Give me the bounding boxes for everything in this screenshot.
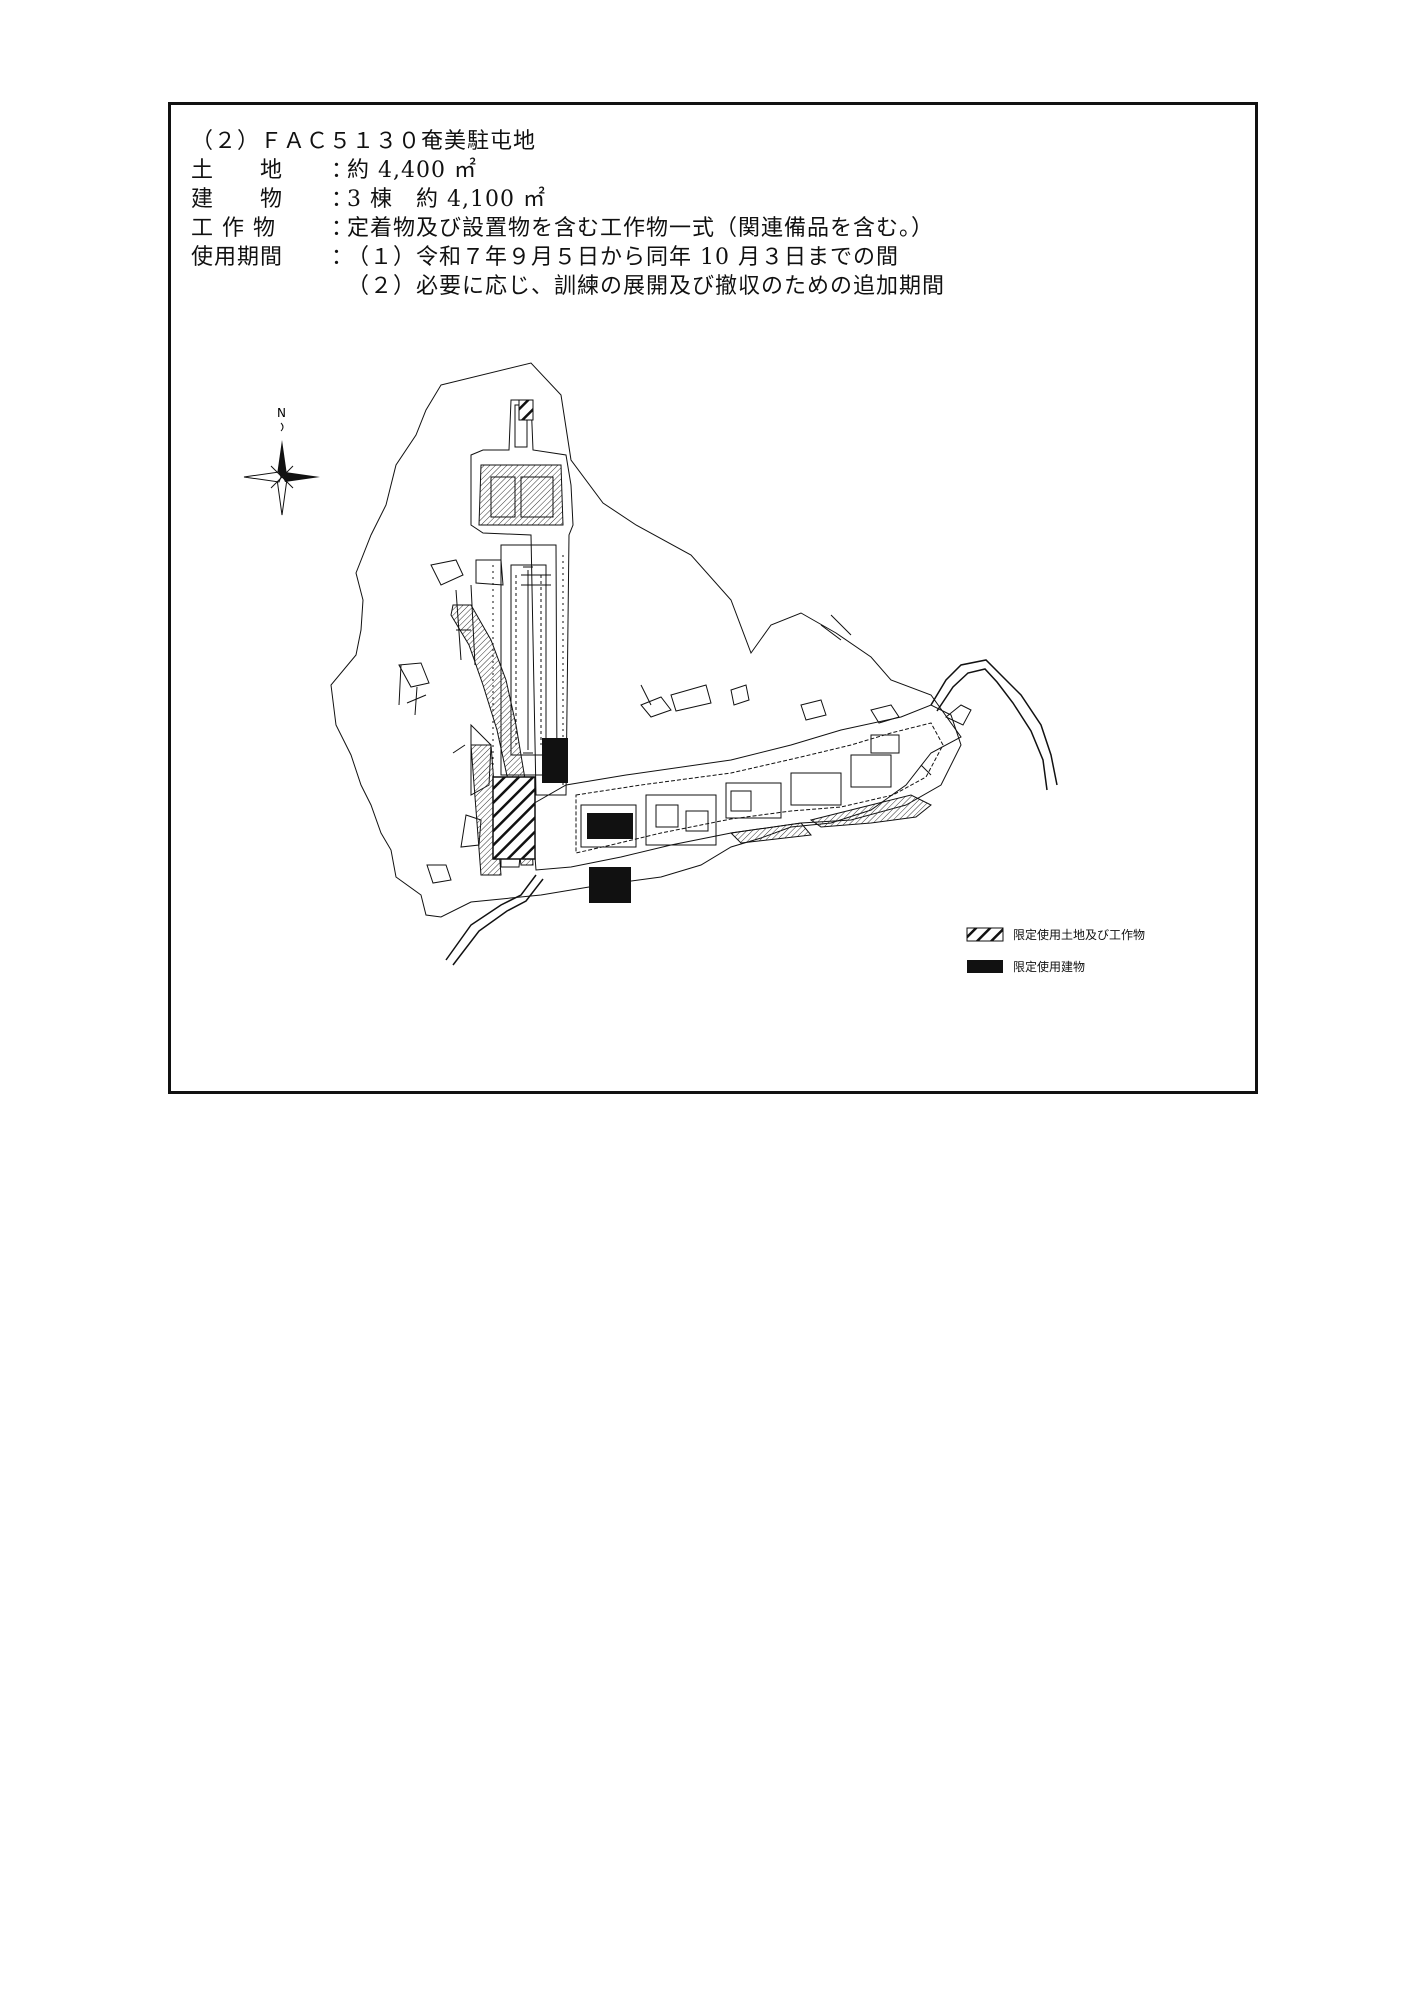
legend-swatch-solid (967, 960, 1003, 973)
row-period: 使用期間 ： （１）令和７年９月５日から同年 10 月３日までの間 (191, 243, 945, 272)
legend-label-land: 限定使用土地及び工作物 (1013, 927, 1145, 942)
compass-icon: N (243, 406, 320, 516)
label-land: 土 地 (191, 158, 284, 183)
value-period: （１）令和７年９月５日から同年 10 月３日までの間 (347, 245, 899, 270)
restricted-building (589, 867, 631, 903)
restricted-land-area (492, 776, 536, 860)
restricted-land-area (518, 399, 534, 421)
header-block: （２）ＦＡＣ５１３０奄美駐屯地 土 地 ： 約 4,400 ㎡ 建 物 ： 3 … (191, 127, 945, 301)
row-structures: 工 作 物 ： 定着物及び設置物を含む工作物一式（関連備品を含む。） (191, 214, 945, 243)
restricted-building (587, 813, 633, 839)
value-structures: 定着物及び設置物を含む工作物一式（関連備品を含む。） (347, 216, 935, 241)
row-building: 建 物 ： 3 棟 約 4,100 ㎡ (191, 185, 945, 214)
document-frame: （２）ＦＡＣ５１３０奄美駐屯地 土 地 ： 約 4,400 ㎡ 建 物 ： 3 … (168, 102, 1258, 1094)
legend-label-building: 限定使用建物 (1013, 959, 1085, 974)
label-structures: 工 作 物 (191, 216, 276, 241)
period-continuation: （２）必要に応じ、訓練の展開及び撤収のための追加期間 (347, 274, 946, 299)
label-building: 建 物 (191, 187, 284, 212)
map-legend: 限定使用土地及び工作物 限定使用建物 (966, 927, 1145, 974)
doc-title: （２）ＦＡＣ５１３０奄美駐屯地 (191, 129, 537, 154)
site-boundary (330, 362, 962, 918)
site-map: N (243, 362, 1145, 974)
restricted-building (542, 738, 568, 783)
legend-swatch-hatched (966, 927, 1004, 942)
site-layout (398, 399, 1058, 966)
value-land: 約 4,400 ㎡ (347, 158, 477, 183)
north-label: N (277, 406, 286, 420)
value-building: 3 棟 約 4,100 ㎡ (347, 187, 546, 212)
label-period: 使用期間 (191, 245, 284, 270)
row-land: 土 地 ： 約 4,400 ㎡ (191, 156, 945, 185)
